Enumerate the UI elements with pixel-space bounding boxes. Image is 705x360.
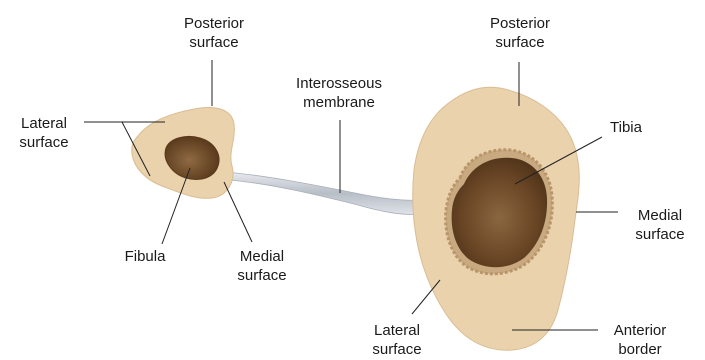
label-lateral-surface-right: Lateral surface xyxy=(372,321,421,359)
label-fibula-posterior-surface: Posterior surface xyxy=(184,14,244,52)
label-medial-surface-right: Medial surface xyxy=(635,206,684,244)
interosseous-membrane-shape xyxy=(226,172,422,215)
label-tibia-posterior-surface: Posterior surface xyxy=(490,14,550,52)
label-tibia: Tibia xyxy=(610,118,642,137)
label-interosseous-membrane: Interosseous membrane xyxy=(296,74,382,112)
label-fibula: Fibula xyxy=(125,247,166,266)
label-anterior-border: Anterior border xyxy=(614,321,667,359)
label-medial-surface-left: Medial surface xyxy=(237,247,286,285)
leader-medial-left xyxy=(224,182,252,242)
label-lateral-surface-left: Lateral surface xyxy=(19,114,68,152)
